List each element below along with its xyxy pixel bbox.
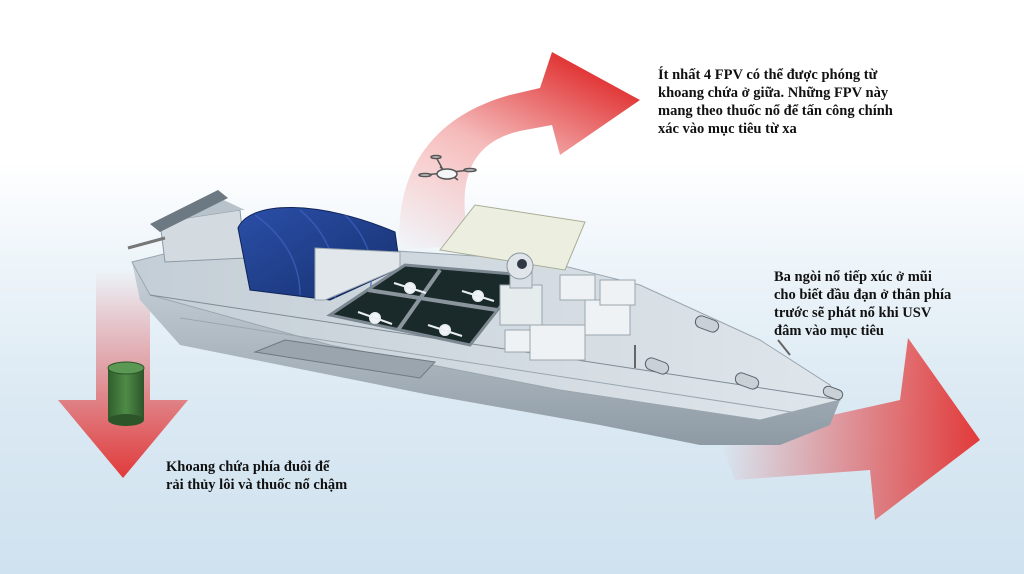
stern-bay-callout: Khoang chứa phía đuôi để rải thủy lôi và… [166, 458, 396, 494]
upward-launch-arrow [399, 52, 640, 250]
forward-ram-arrow [720, 338, 980, 520]
callout-line: trước sẽ phát nổ khi USV [774, 305, 932, 321]
callout-line: Ít nhất 4 FPV có thể được phóng từ [658, 67, 878, 83]
fpv-drone-group [357, 282, 495, 337]
mine-canister-icon [107, 361, 145, 426]
callout-line: mang theo thuốc nổ để tấn công chính [658, 103, 893, 119]
callout-line: cho biết đầu đạn ở thân phía [774, 287, 952, 303]
callout-line: Khoang chứa phía đuôi để [166, 459, 330, 475]
stern-ramp [253, 339, 437, 379]
contact-fuze-callout: Ba ngòi nổ tiếp xúc ở mũi cho biết đầu đ… [774, 268, 984, 340]
callout-line: Ba ngòi nổ tiếp xúc ở mũi [774, 269, 932, 285]
storage-box [314, 247, 401, 301]
fpv-drone-icon [418, 154, 477, 181]
fpv-launch-callout: Ít nhất 4 FPV có thể được phóng từ khoan… [658, 66, 948, 138]
callout-line: xác vào mục tiêu từ xa [658, 121, 797, 137]
deck-equipment [504, 274, 636, 361]
callout-line: đâm vào mục tiêu [774, 323, 884, 339]
sensor-turret [499, 252, 543, 326]
callout-line: rải thủy lôi và thuốc nổ chậm [166, 477, 348, 493]
callout-line: khoang chứa ở giữa. Những FPV này [658, 85, 889, 101]
solar-panel [150, 190, 228, 232]
contact-fuzes [644, 315, 844, 401]
